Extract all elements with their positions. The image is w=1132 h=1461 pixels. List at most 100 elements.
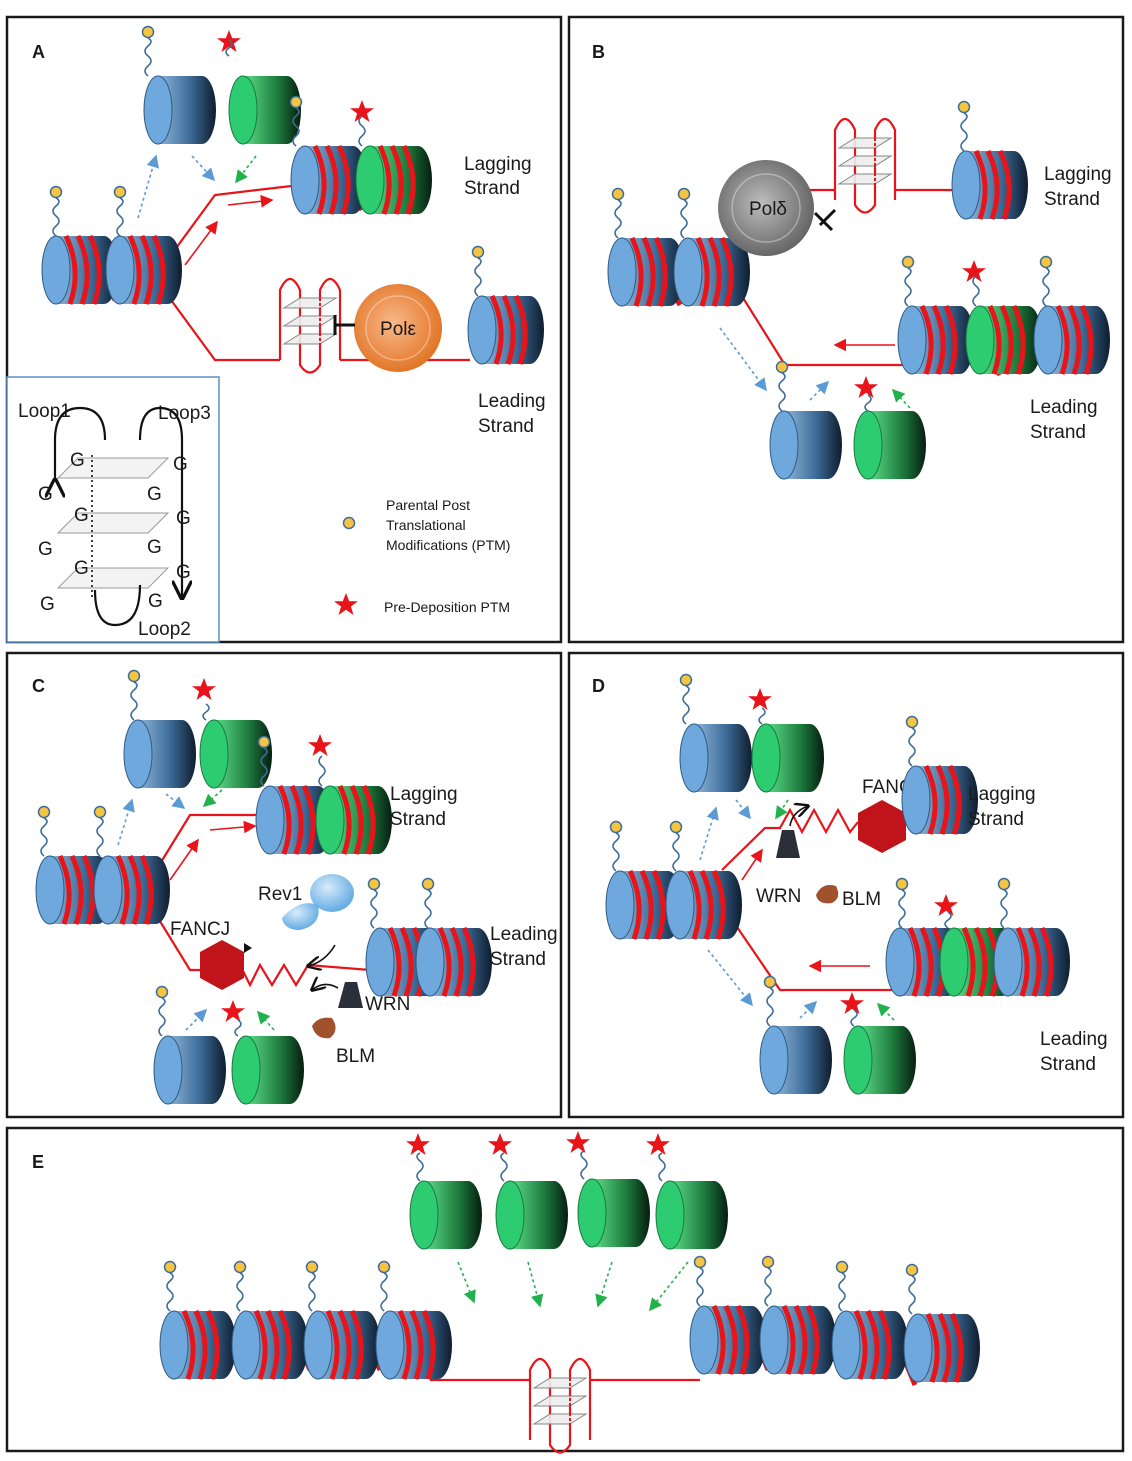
panel-b: B Polδ Lagging bbox=[567, 15, 1125, 644]
panel-letter-e: E bbox=[32, 1152, 44, 1172]
parental-nucleosome bbox=[232, 1311, 308, 1379]
panel-c: C bbox=[5, 651, 563, 1119]
parental-nucleosome bbox=[832, 1311, 908, 1379]
g-quadruplex-inset: Loop1 Loop3 Loop2 G G G G G G G G G G G … bbox=[6, 376, 220, 643]
fancj-label: FANCJ bbox=[170, 919, 230, 940]
parental-nucleosome bbox=[952, 151, 1028, 219]
leading-dna bbox=[721, 904, 900, 992]
leading-label: Leading bbox=[1030, 397, 1098, 418]
wrn-helicase bbox=[338, 982, 363, 1008]
svg-text:Strand: Strand bbox=[1040, 1054, 1096, 1075]
svg-text:Strand: Strand bbox=[968, 809, 1024, 830]
free-new-nucleosome bbox=[751, 723, 825, 793]
free-parental-nucleosome bbox=[123, 719, 197, 789]
parental-nucleosome bbox=[898, 306, 974, 374]
svg-text:Loop2: Loop2 bbox=[138, 619, 191, 640]
lagging-dna bbox=[149, 813, 265, 881]
parental-nucleosome bbox=[904, 1314, 980, 1382]
svg-text:G: G bbox=[74, 558, 89, 579]
ptm-legend-icon bbox=[342, 516, 356, 530]
panel-letter-d: D bbox=[592, 676, 605, 696]
svg-text:G: G bbox=[74, 505, 89, 526]
leading-dna-left bbox=[159, 284, 280, 362]
free-parental-nucleosome bbox=[143, 75, 217, 145]
parental-nucleosome bbox=[666, 871, 742, 939]
free-parental-nucleosome bbox=[769, 410, 843, 480]
lagging-label: Lagging bbox=[1044, 164, 1112, 185]
wrn-helicase bbox=[776, 830, 800, 858]
lagging-dna bbox=[721, 807, 859, 871]
svg-text:G: G bbox=[173, 454, 188, 475]
free-new-nucleosome bbox=[577, 1178, 651, 1248]
svg-text:Strand: Strand bbox=[490, 949, 546, 970]
parental-nucleosome bbox=[94, 856, 170, 924]
parental-nucleosome bbox=[416, 928, 492, 996]
svg-text:G: G bbox=[147, 484, 162, 505]
svg-text:G: G bbox=[70, 450, 85, 471]
pol-delta-label: Polδ bbox=[749, 199, 787, 220]
free-parental-nucleosome bbox=[759, 1025, 833, 1095]
parental-nucleosome bbox=[994, 928, 1070, 996]
parental-nucleosome bbox=[674, 238, 750, 306]
svg-text:Strand: Strand bbox=[1030, 422, 1086, 443]
wrn-label: WRN bbox=[756, 886, 801, 907]
legend: Parental Post Translational Modification… bbox=[334, 497, 510, 615]
svg-text:Modifications (PTM): Modifications (PTM) bbox=[386, 537, 510, 553]
parental-nucleosome bbox=[902, 766, 978, 834]
panel-a: A Polε bbox=[5, 15, 563, 644]
blm-label: BLM bbox=[336, 1046, 375, 1067]
parental-nucleosome bbox=[760, 1306, 836, 1374]
free-new-nucleosome bbox=[843, 1025, 917, 1095]
svg-text:Parental Post: Parental Post bbox=[386, 497, 470, 513]
pol-epsilon bbox=[354, 284, 442, 372]
fancj-helicase bbox=[200, 940, 244, 990]
free-new-nucleosome bbox=[409, 1180, 483, 1250]
free-new-nucleosome bbox=[655, 1180, 729, 1250]
parental-nucleosome bbox=[1034, 306, 1110, 374]
svg-text:Strand: Strand bbox=[464, 178, 520, 199]
panel-e: E bbox=[5, 1126, 1125, 1454]
free-parental-nucleosome bbox=[679, 723, 753, 793]
leading-label: Leading bbox=[478, 391, 546, 412]
svg-text:G: G bbox=[176, 508, 191, 529]
parental-nucleosome bbox=[304, 1311, 380, 1379]
svg-text:Pre-Deposition PTM: Pre-Deposition PTM bbox=[384, 599, 510, 615]
leading-label: Leading bbox=[490, 924, 558, 945]
free-parental-nucleosome bbox=[153, 1035, 227, 1105]
free-new-nucleosome bbox=[228, 75, 302, 145]
parental-nucleosome bbox=[376, 1311, 452, 1379]
svg-text:Strand: Strand bbox=[390, 809, 446, 830]
parental-nucleosome bbox=[160, 1311, 236, 1379]
svg-text:G: G bbox=[38, 539, 53, 560]
panel-letter-a: A bbox=[32, 42, 45, 62]
svg-text:Strand: Strand bbox=[478, 416, 534, 437]
lagging-label: Lagging bbox=[464, 154, 532, 175]
panel-d: D FANCJ WRN BLM bbox=[567, 651, 1125, 1119]
svg-text:Strand: Strand bbox=[1044, 189, 1100, 210]
svg-text:Loop3: Loop3 bbox=[158, 403, 211, 424]
pol-epsilon-label: Polε bbox=[380, 319, 416, 340]
svg-text:G: G bbox=[40, 594, 55, 615]
panel-letter-b: B bbox=[592, 42, 605, 62]
svg-text:G: G bbox=[176, 562, 191, 583]
parental-nucleosome bbox=[608, 238, 684, 306]
svg-text:Translational: Translational bbox=[386, 517, 466, 533]
leading-label: Leading bbox=[1040, 1029, 1108, 1050]
blm-helicase bbox=[816, 885, 839, 904]
parental-nucleosome bbox=[690, 1306, 766, 1374]
panel-letter-c: C bbox=[32, 676, 45, 696]
svg-text:G: G bbox=[148, 591, 163, 612]
svg-text:G: G bbox=[147, 537, 162, 558]
new-nucleosome bbox=[966, 306, 1042, 374]
wrn-label: WRN bbox=[365, 994, 410, 1015]
new-nucleosome bbox=[356, 146, 432, 214]
blm-label: BLM bbox=[842, 889, 881, 910]
parental-nucleosome bbox=[106, 236, 182, 304]
svg-text:G: G bbox=[38, 484, 53, 505]
rev1-label: Rev1 bbox=[258, 884, 302, 905]
free-new-nucleosome bbox=[853, 410, 927, 480]
parental-nucleosome bbox=[468, 296, 544, 364]
lagging-label: Lagging bbox=[968, 784, 1036, 805]
lagging-label: Lagging bbox=[390, 784, 458, 805]
rev1 bbox=[310, 874, 354, 912]
